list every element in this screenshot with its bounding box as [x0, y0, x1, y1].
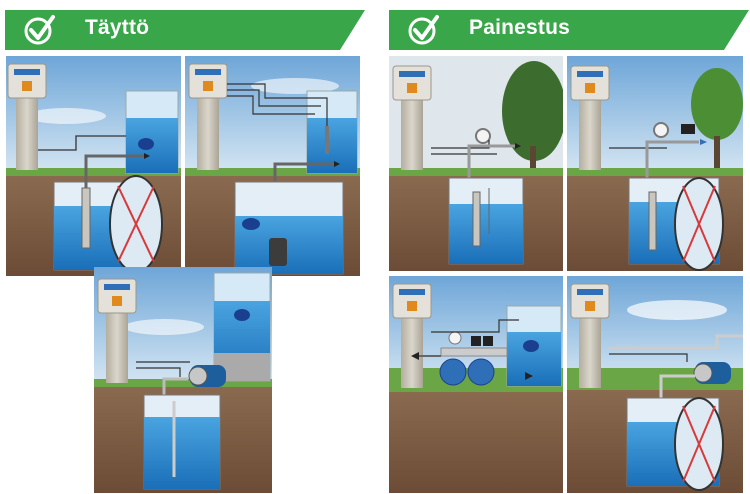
- banner-pressurization: Painestus: [389, 10, 749, 50]
- diagram-pressure-submersible-gauge: [389, 56, 563, 271]
- check-circle-icon: [24, 15, 55, 45]
- diagram-fill-surface-pump: [94, 267, 272, 493]
- diagram-pressure-crossed-tank: [567, 56, 743, 271]
- diagram-fill-drainage-pump: [185, 56, 360, 276]
- diagram-pressure-surface-pump: [567, 276, 743, 493]
- banner-filling-background: [5, 10, 365, 50]
- banner-filling-title: Täyttö: [85, 16, 150, 39]
- diagram-pressure-booster-set: [389, 276, 563, 493]
- banner-filling: Täyttö: [5, 10, 365, 50]
- banner-pressurization-title: Painestus: [469, 16, 571, 39]
- diagram-fill-submersible: [6, 56, 181, 276]
- banner-pressurization-background: [389, 10, 749, 50]
- check-circle-icon: [408, 15, 439, 45]
